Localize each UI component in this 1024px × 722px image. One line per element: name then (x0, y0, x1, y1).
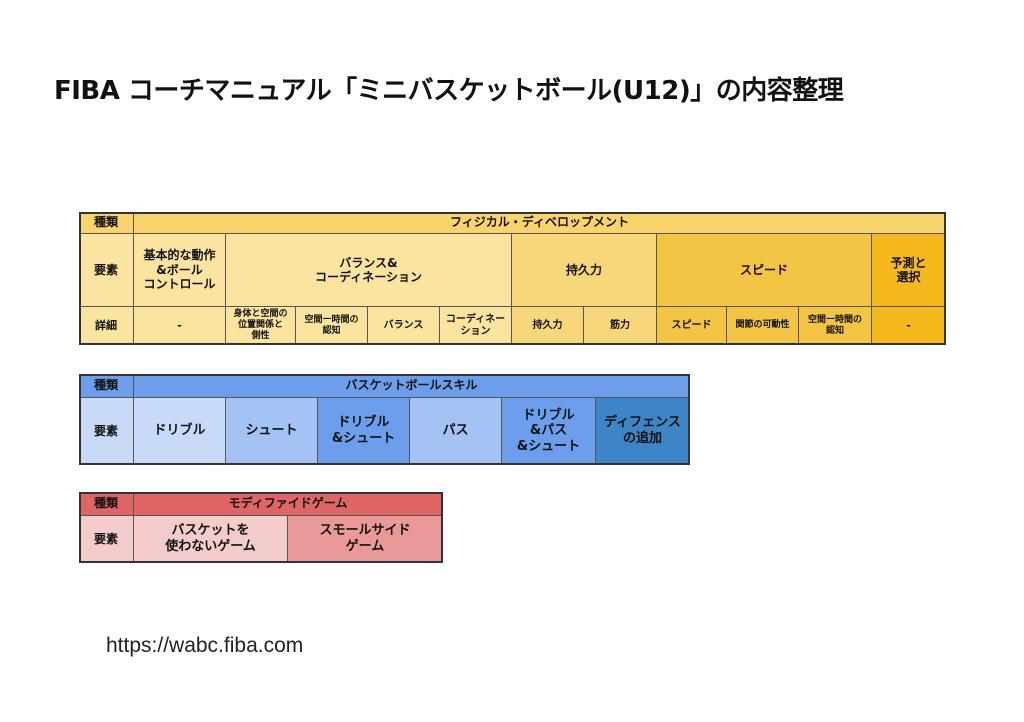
element-cell: ドリブル (134, 398, 226, 465)
element-cell: 基本的な動作 &ボール コントロール (134, 234, 226, 307)
detail-cell: - (134, 307, 226, 345)
detail-cell: 筋力 (584, 307, 657, 345)
element-cell: 持久力 (512, 234, 657, 307)
type-label-cell: 種類 (79, 374, 134, 398)
detail-cell: 持久力 (512, 307, 584, 345)
element-cell: スモールサイド ゲーム (288, 516, 443, 563)
detail-cell: バランス (368, 307, 440, 345)
type-value-cell: バスケットボールスキル (134, 374, 690, 398)
detail-cell: 空間ー時間の 認知 (799, 307, 872, 345)
element-cell: バランス& コーディネーション (226, 234, 512, 307)
element-cell: ドリブル &パス &シュート (502, 398, 596, 465)
source-url: https://wabc.fiba.com (106, 634, 304, 657)
element-cell: スピード (657, 234, 872, 307)
element-cell: シュート (226, 398, 318, 465)
basketball-skill-table: 種類 バスケットボールスキル 要素 ドリブル シュート ドリブル &シュート パ… (79, 374, 690, 465)
detail-cell: - (872, 307, 946, 345)
detail-cell: 関節の可動性 (727, 307, 799, 345)
detail-label-cell: 詳細 (79, 307, 134, 345)
element-label-cell: 要素 (79, 516, 134, 563)
detail-cell: 空間ー時間の 認知 (296, 307, 368, 345)
type-label-cell: 種類 (79, 492, 134, 516)
element-cell: ドリブル &シュート (318, 398, 410, 465)
page-title: FIBA コーチマニュアル「ミニバスケットボール(U12)」の内容整理 (54, 76, 844, 106)
element-label-cell: 要素 (79, 234, 134, 307)
detail-cell: 身体と空間の 位置関係と 側性 (226, 307, 296, 345)
physical-development-table: 種類 フィジカル・ディベロップメント 要素 基本的な動作 &ボール コントロール… (79, 212, 946, 345)
element-cell: 予測と 選択 (872, 234, 946, 307)
type-value-cell: モディファイドゲーム (134, 492, 443, 516)
element-label-cell: 要素 (79, 398, 134, 465)
modified-game-table: 種類 モディファイドゲーム 要素 バスケットを 使わないゲーム スモールサイド … (79, 492, 443, 563)
element-cell: パス (410, 398, 502, 465)
type-label-cell: 種類 (79, 212, 134, 234)
detail-cell: コーディネー ション (440, 307, 512, 345)
type-value-cell: フィジカル・ディベロップメント (134, 212, 946, 234)
element-cell: ディフェンス の追加 (596, 398, 690, 465)
element-cell: バスケットを 使わないゲーム (134, 516, 288, 563)
detail-cell: スピード (657, 307, 727, 345)
